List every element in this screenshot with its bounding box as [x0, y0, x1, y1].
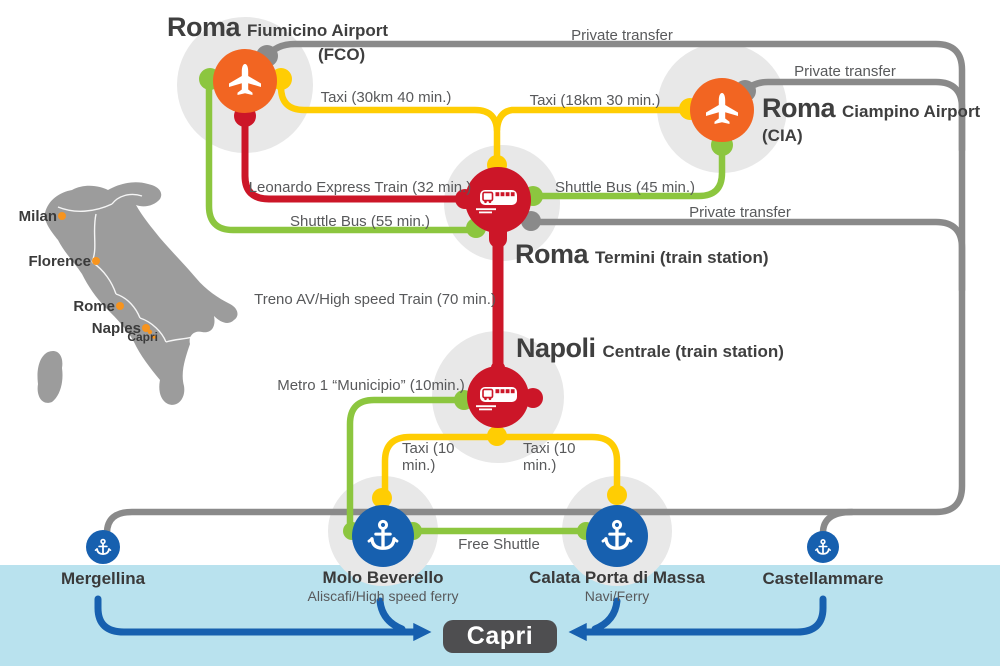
port-mergellina: Mergellina — [60, 569, 146, 588]
label-private-transfer-fco: Private transfer — [571, 27, 673, 44]
port-castellammare: Castellammare — [762, 569, 884, 588]
route-taxi-cia — [493, 106, 693, 134]
capri-label: Capri — [466, 622, 534, 650]
label-private-transfer-termini: Private transfer — [689, 204, 791, 221]
termini-node — [465, 167, 531, 248]
map-label-florence: Florence — [28, 253, 91, 270]
label-metro-1: Metro 1 “Municipio” (10min.) — [277, 377, 465, 394]
castellammare-node — [807, 531, 839, 563]
route-leonardo-express — [241, 114, 467, 203]
italy-map — [37, 182, 238, 405]
route-taxi-napoli-left — [381, 433, 501, 502]
label-taxi10-right-line1: Taxi (10 — [523, 440, 576, 457]
fco-title: Roma Fiumicino Airport — [167, 12, 388, 43]
sardinia-island — [37, 350, 63, 403]
port-calata-subtitle: Navi/Ferry — [584, 588, 650, 604]
fco-name: Fiumicino Airport — [247, 21, 389, 40]
route-private-transfer-termini — [526, 218, 966, 294]
route-metro-1 — [346, 396, 467, 535]
cia-code: (CIA) — [762, 126, 803, 145]
italy-landmass — [44, 182, 238, 405]
label-taxi-fco: Taxi (30km 40 min.) — [320, 89, 452, 106]
cia-city: Roma — [762, 93, 836, 123]
cia-name: Ciampino Airport — [842, 102, 981, 121]
route-shuttle-bus-55 — [205, 84, 481, 234]
calata-porta-di-massa-node — [586, 505, 648, 567]
napoli-title: Napoli Centrale (train station) — [516, 333, 784, 364]
label-treno-av: Treno AV/High speed Train (70 min.) — [254, 291, 496, 308]
route-private-transfer-fco — [103, 40, 966, 544]
termini-city: Roma — [515, 239, 589, 269]
label-shuttle-45: Shuttle Bus (45 min.) — [554, 179, 696, 196]
ferry-arrow-right — [568, 595, 827, 642]
ferry-arrow-calata-join — [591, 597, 621, 633]
capri-destination: Capri — [443, 620, 557, 653]
napoli-name: Centrale (train station) — [602, 342, 784, 361]
napoli-city: Napoli — [516, 333, 596, 363]
label-shuttle-55: Shuttle Bus (55 min.) — [289, 213, 431, 230]
fco-code: (FCO) — [318, 45, 366, 64]
port-molo-beverello-subtitle: Aliscafi/High speed ferry — [307, 588, 459, 604]
map-label-capri: Capri — [127, 330, 158, 344]
ferry-arrow-left — [94, 595, 432, 642]
label-taxi10-left: Taxi (10 min.) — [402, 440, 455, 475]
ferry-arrow-molo-join — [376, 597, 406, 633]
port-molo-beverello: Molo Beverello — [322, 568, 444, 587]
molo-beverello-node — [352, 505, 414, 567]
label-taxi10-right: Taxi (10 min.) — [523, 440, 576, 475]
map-label-milan: Milan — [18, 208, 57, 225]
label-taxi10-left-line1: Taxi (10 — [402, 440, 455, 457]
node-halos — [177, 17, 787, 586]
termini-name: Termini (train station) — [595, 248, 769, 267]
route-taxi-napoli-right — [495, 433, 621, 500]
map-label-rome: Rome — [73, 298, 115, 315]
label-leonardo-express: Leonardo Express Train (32 min.) — [248, 179, 472, 196]
label-taxi10-right-line2: min.) — [523, 457, 557, 475]
mergellina-node — [86, 530, 120, 564]
label-free-shuttle: Free Shuttle — [458, 536, 540, 553]
fco-node — [213, 49, 277, 113]
label-taxi-cia: Taxi (18km 30 min.) — [529, 92, 661, 109]
termini-title: Roma Termini (train station) — [515, 239, 769, 270]
fco-city: Roma — [167, 12, 241, 42]
map-city-dots — [58, 212, 156, 339]
napoli-node — [467, 366, 529, 428]
cia-node — [690, 78, 754, 142]
label-taxi10-left-line2: min.) — [402, 457, 436, 475]
route-shuttle-bus-45 — [531, 142, 726, 200]
label-private-transfer-cia: Private transfer — [794, 63, 896, 80]
cia-title: Roma Ciampino Airport — [762, 93, 980, 124]
map-label-naples: Naples — [91, 320, 141, 337]
port-calata: Calata Porta di Massa — [529, 568, 705, 587]
